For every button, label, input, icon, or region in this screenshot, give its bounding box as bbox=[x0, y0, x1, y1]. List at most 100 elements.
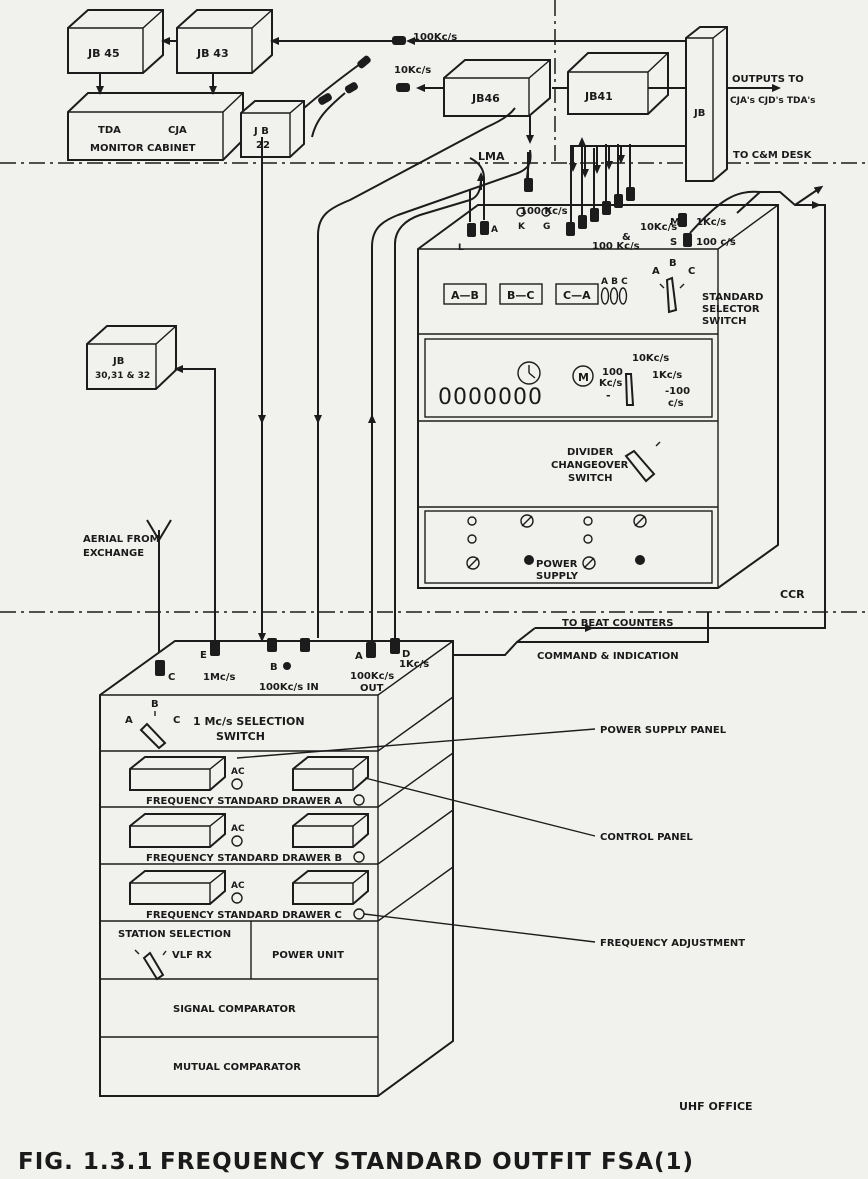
station-selection-label: STATION SELECTION bbox=[118, 929, 231, 940]
lamp-b bbox=[609, 287, 619, 305]
tda-label: TDA bbox=[98, 125, 121, 136]
outputs-label-line1: OUTPUTS TO bbox=[732, 74, 804, 85]
aerial-icon bbox=[146, 519, 172, 660]
lower-top-connectors: C E 1Mc/s B 100Kc/s IN A 100Kc/s OUT D 1… bbox=[155, 638, 429, 694]
button-b-c[interactable] bbox=[499, 283, 543, 305]
label-100kc-top: 100Kc/s bbox=[413, 32, 457, 43]
standard-selector-knob[interactable] bbox=[665, 276, 678, 314]
drawer-c-label: FREQUENCY STANDARD DRAWER C bbox=[146, 910, 342, 921]
mc-sel-a-label: A bbox=[125, 715, 133, 726]
connector-jb22-b bbox=[357, 55, 371, 69]
drawer-c-ac-label: AC bbox=[231, 881, 245, 891]
mc-selection-switch-label: SWITCH bbox=[216, 730, 265, 743]
jb45-label: JB 45 bbox=[87, 47, 120, 60]
meter-icon bbox=[572, 365, 594, 387]
meter-range-knob[interactable] bbox=[624, 373, 635, 406]
conn-e-label: E bbox=[200, 650, 207, 661]
divider-label-1: DIVIDER bbox=[567, 447, 614, 458]
mutual-comparator-label: MUTUAL COMPARATOR bbox=[173, 1062, 301, 1073]
button-a-b-label: A—B bbox=[451, 289, 479, 302]
jb-main-label: JB bbox=[693, 108, 705, 119]
drawer-a: AC FREQUENCY STANDARD DRAWER A bbox=[129, 756, 369, 807]
connector-jb22-a bbox=[344, 82, 358, 94]
selector-c-label: C bbox=[688, 266, 695, 277]
cja-label: CJA bbox=[168, 125, 187, 136]
divider-label-3: SWITCH bbox=[568, 473, 612, 484]
divider-label-2: CHANGEOVER bbox=[551, 460, 629, 471]
button-a-b[interactable] bbox=[443, 283, 487, 305]
control-panel-callout: CONTROL PANEL bbox=[600, 832, 693, 843]
vlf-rx-label: VLF RX bbox=[172, 950, 212, 961]
drawer-a-ac-label: AC bbox=[231, 767, 245, 777]
button-b-c-label: B—C bbox=[507, 289, 534, 302]
selector-b-label: B bbox=[669, 258, 677, 269]
to-cm-desk-label: TO C&M DESK bbox=[733, 150, 813, 161]
mc-sel-b-label: B bbox=[151, 699, 159, 710]
drawer-a-label: FREQUENCY STANDARD DRAWER A bbox=[146, 796, 342, 807]
std-selector-label-2: SELECTOR bbox=[702, 304, 760, 315]
fuse-3 bbox=[466, 556, 480, 570]
conn-k-label: K bbox=[518, 222, 526, 232]
mc-sel-c-label: C bbox=[173, 715, 180, 726]
uhf-office-label: UHF OFFICE bbox=[679, 1100, 753, 1113]
drawer-a-adjust[interactable] bbox=[353, 794, 365, 806]
selector-front-panel: A—B B—C C—A A B C A B C STANDARD SELECTO… bbox=[438, 258, 763, 582]
mc-selection-knob[interactable] bbox=[139, 722, 167, 750]
clock-icon bbox=[517, 361, 541, 385]
lamp-a bbox=[600, 287, 610, 305]
meter-100cs-label: -100 bbox=[665, 386, 690, 397]
standard-selector-cabinet bbox=[417, 204, 779, 589]
connector-100kc-top bbox=[392, 36, 406, 45]
counter-display: 0000000 bbox=[438, 385, 543, 410]
divider-changeover-knob[interactable] bbox=[624, 449, 656, 483]
conn-b-label: B bbox=[270, 662, 278, 673]
station-selection-knob[interactable] bbox=[142, 951, 165, 981]
conn-g-label: G bbox=[543, 222, 550, 232]
supply-label: SUPPLY bbox=[536, 571, 579, 582]
command-indication-label: COMMAND & INDICATION bbox=[537, 651, 679, 662]
label-100kc-in: 100Kc/s IN bbox=[259, 682, 319, 693]
lamps-abc-label: A B C bbox=[601, 277, 628, 287]
power-switch-1[interactable] bbox=[524, 555, 534, 565]
conn-m-label: M bbox=[670, 217, 680, 228]
button-c-a[interactable] bbox=[555, 283, 599, 305]
lma-label: LMA bbox=[478, 150, 505, 163]
lamp-power-2 bbox=[467, 534, 477, 544]
lamp-c bbox=[618, 287, 628, 305]
mc-selection-label: 1 Mc/s SELECTION bbox=[193, 715, 305, 728]
label-1kc: 1Kc/s bbox=[399, 659, 429, 670]
label-100kc-out-1: 100Kc/s bbox=[350, 671, 394, 682]
connector-10kc-top bbox=[396, 83, 410, 92]
power-switch-2[interactable] bbox=[635, 555, 645, 565]
conn-c-label: C bbox=[168, 672, 175, 683]
meter-dash-label: - bbox=[606, 389, 611, 402]
jb30-label-1: JB bbox=[112, 356, 124, 367]
jb22-label-top: J B bbox=[253, 126, 269, 137]
selector-top-connectors: L A K G 100 Kc/s 10Kc/s & 100 Kc/s M 1Kc… bbox=[458, 178, 736, 253]
figure-number: FIG. 1.3.1 bbox=[18, 1149, 153, 1175]
jb41-box: JB41 bbox=[567, 52, 669, 115]
connector-jb22-c bbox=[318, 93, 332, 105]
drawer-b-adjust[interactable] bbox=[353, 851, 365, 863]
outputs-label-line2: CJA's CJD's TDA's bbox=[730, 96, 816, 106]
std-selector-label-1: STANDARD bbox=[702, 292, 763, 303]
meter-1kc-label: 1Kc/s bbox=[652, 370, 682, 381]
drawer-b-ac-fuse bbox=[231, 835, 243, 847]
drawer-a-ac-fuse bbox=[231, 778, 243, 790]
meter-kcs-label: Kc/s bbox=[599, 378, 622, 389]
fuse-1 bbox=[520, 514, 534, 528]
jb-main-box: JB bbox=[685, 26, 728, 182]
power-label: POWER bbox=[536, 559, 578, 570]
button-c-a-label: C—A bbox=[563, 289, 591, 302]
selector-10kc-label: 10Kc/s bbox=[640, 222, 677, 233]
figure-title: FREQUENCY STANDARD OUTFIT FSA(1) bbox=[160, 1149, 694, 1175]
conn-a-lower-label: A bbox=[355, 651, 363, 662]
selector-100kc-b-label: 100 Kc/s bbox=[592, 241, 640, 252]
monitor-cabinet-label: MONITOR CABINET bbox=[90, 143, 196, 154]
jb45-box: JB 45 bbox=[67, 9, 164, 74]
power-supply-panel-callout: POWER SUPPLY PANEL bbox=[600, 725, 727, 736]
to-beat-counters-label: TO BEAT COUNTERS bbox=[562, 618, 673, 629]
drawer-c-ac-fuse bbox=[231, 892, 243, 904]
jb22-box: J B 22 bbox=[240, 100, 305, 158]
conn-d-label: D bbox=[402, 649, 410, 660]
